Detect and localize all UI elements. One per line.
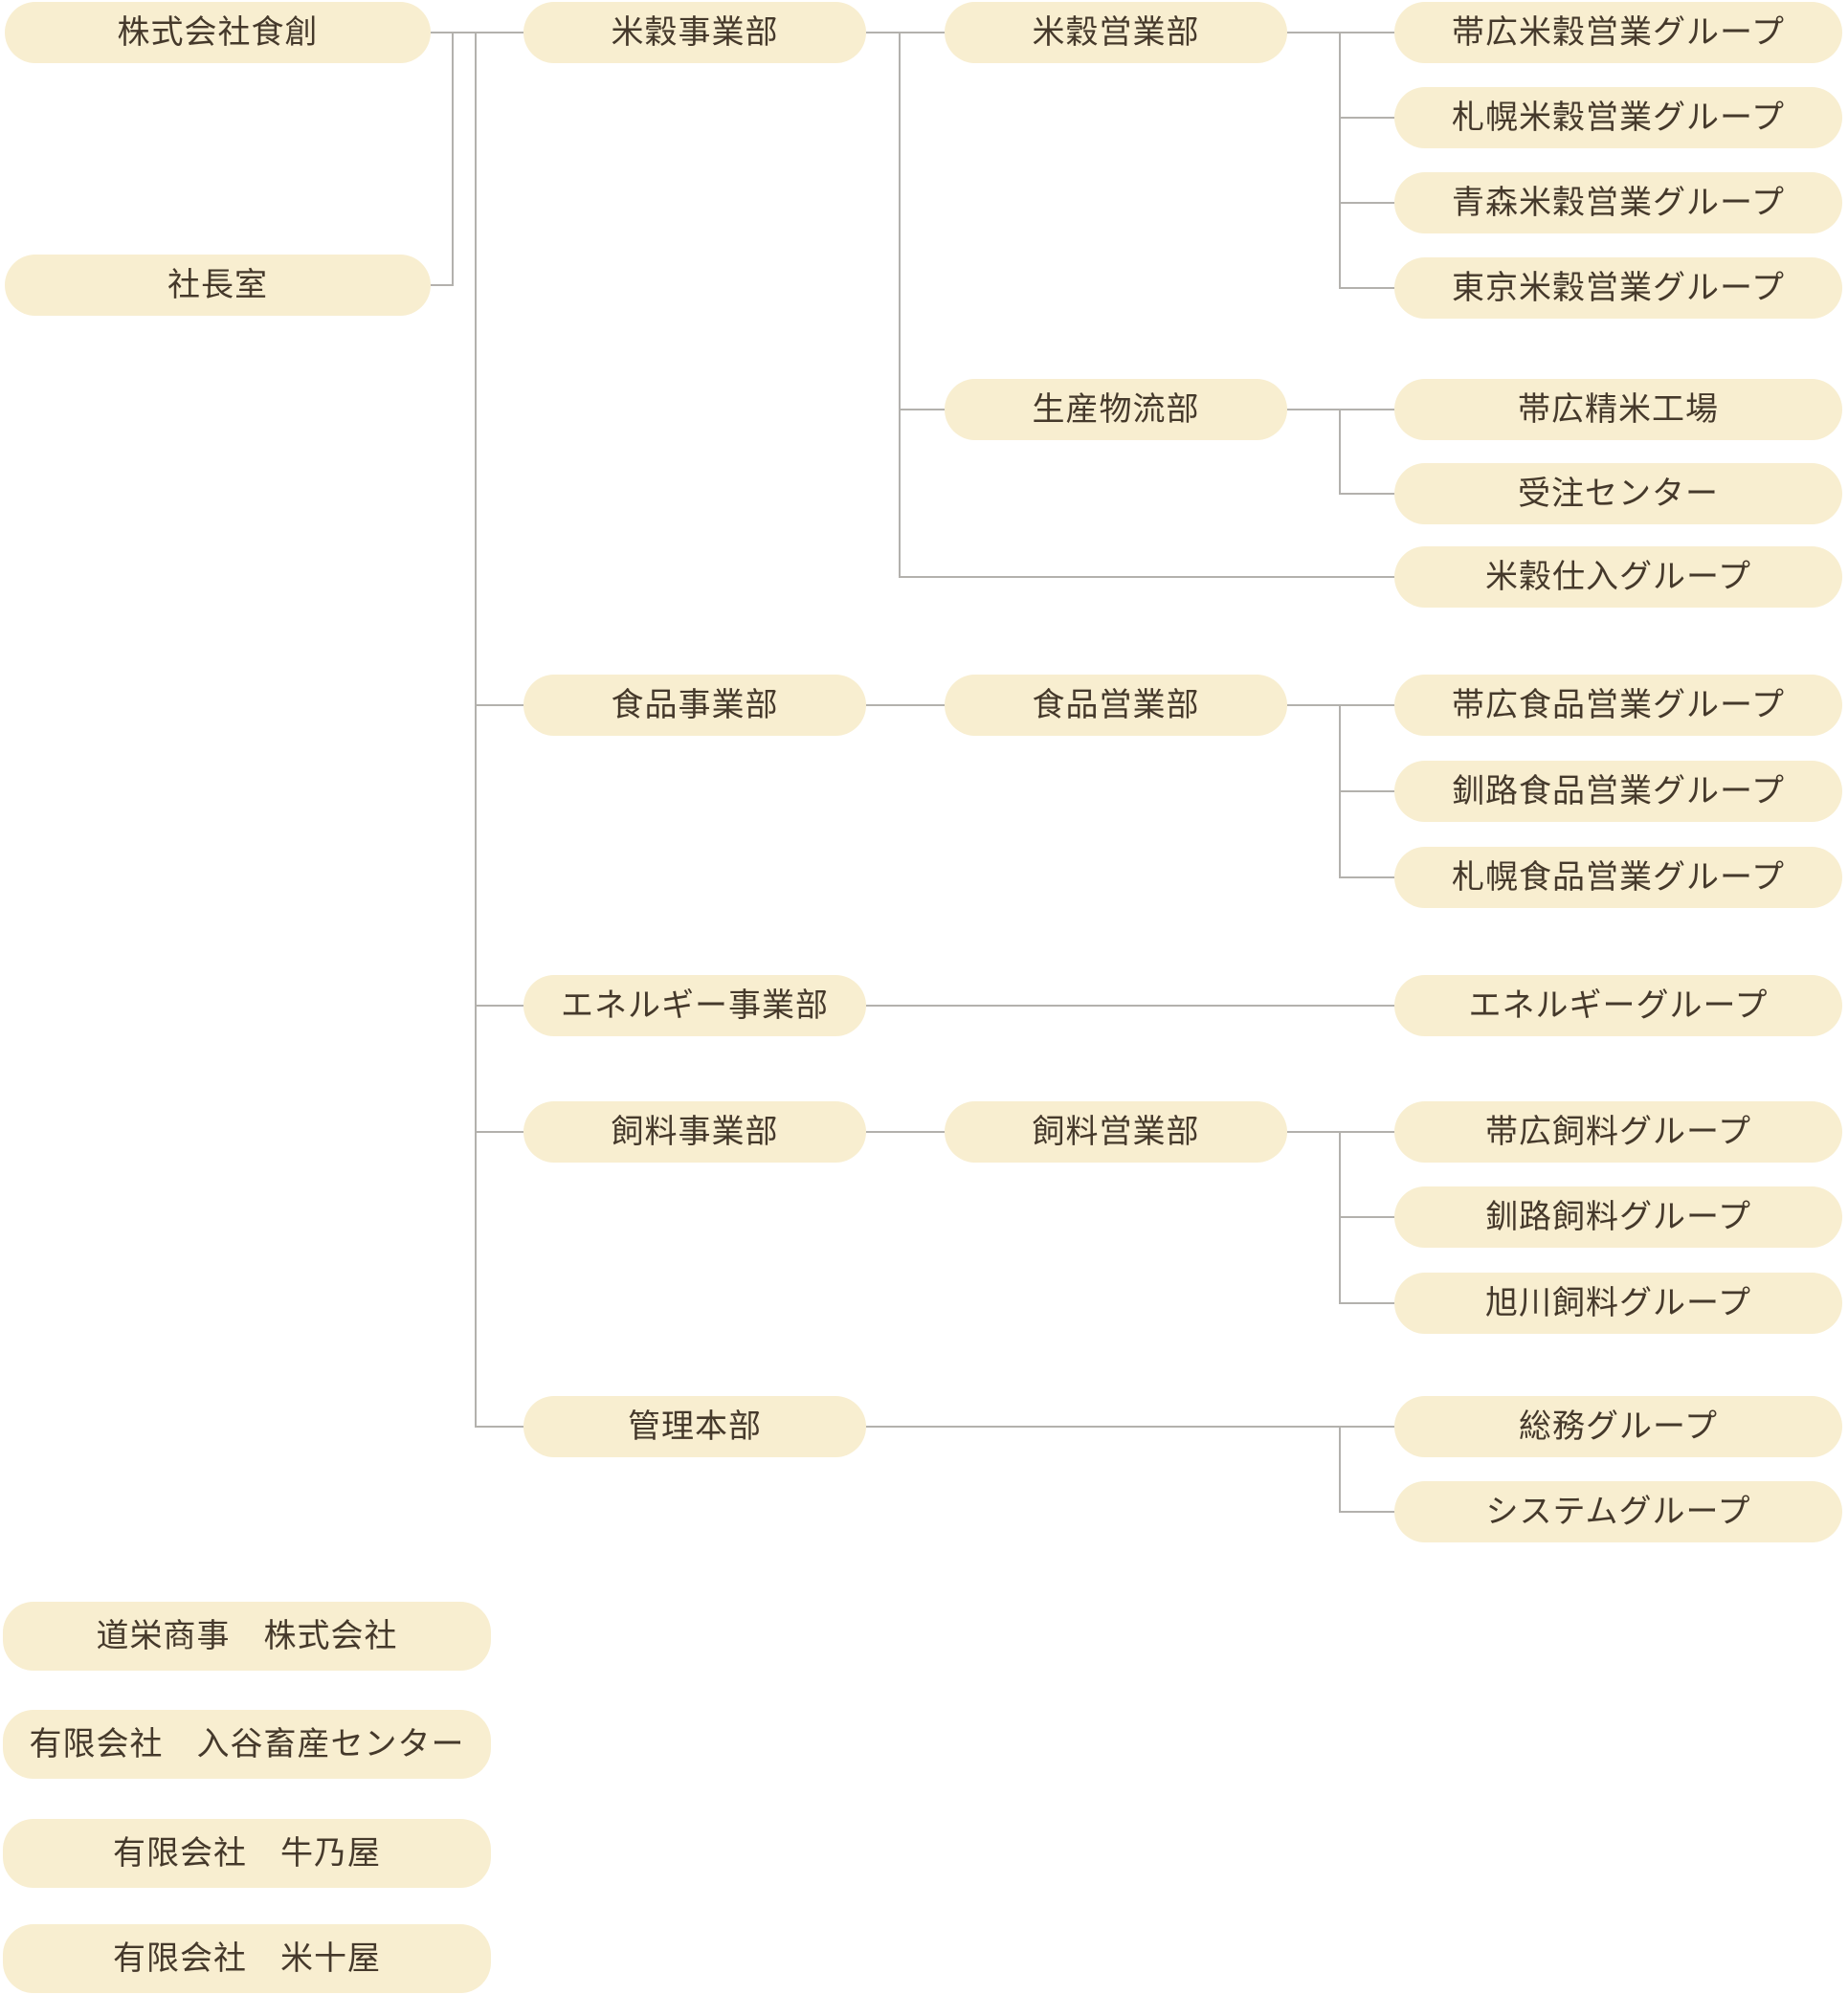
org-node-shokuhin-jigyobu: 食品事業部	[523, 675, 866, 736]
connector-vline	[1339, 32, 1341, 289]
connector-vline	[452, 32, 454, 286]
org-node-aomori-beikoku: 青森米穀営業グループ	[1394, 172, 1842, 233]
connector-vline	[475, 32, 477, 1428]
org-node-beikoku-eigyobu: 米穀営業部	[945, 2, 1287, 63]
org-node-ushinoya: 有限会社 牛乃屋	[3, 1819, 491, 1888]
org-node-kushiro-shokuhin: 釧路食品営業グループ	[1394, 761, 1842, 822]
org-node-shiryo-eigyobu: 飼料営業部	[945, 1101, 1287, 1163]
org-node-energy-group: エネルギーグループ	[1394, 975, 1842, 1036]
org-node-iritani-chikusan: 有限会社 入谷畜産センター	[3, 1710, 491, 1779]
org-node-obihiro-beikoku: 帯広米穀営業グループ	[1394, 2, 1842, 63]
org-node-beikoku-jigyobu: 米穀事業部	[523, 2, 866, 63]
connector-hline	[476, 1426, 523, 1428]
connector-hline	[1340, 790, 1394, 792]
org-node-asahikawa-shiryo: 旭川飼料グループ	[1394, 1273, 1842, 1334]
org-node-kushiro-shiryo: 釧路飼料グループ	[1394, 1186, 1842, 1248]
connector-hline	[1340, 117, 1394, 119]
connector-hline	[1340, 1302, 1394, 1304]
connector-hline	[866, 1426, 1394, 1428]
connector-vline	[1339, 704, 1341, 878]
connector-hline	[900, 409, 945, 410]
connector-hline	[900, 576, 1394, 578]
connector-vline	[1339, 1426, 1341, 1513]
org-node-sapporo-shokuhin: 札幌食品営業グループ	[1394, 847, 1842, 908]
org-node-system-group: システムグループ	[1394, 1481, 1842, 1542]
org-node-seisan-butsuryu: 生産物流部	[945, 379, 1287, 440]
org-node-energy-jigyobu: エネルギー事業部	[523, 975, 866, 1036]
connector-hline	[1287, 409, 1394, 410]
connector-hline	[1340, 1511, 1394, 1513]
connector-hline	[1340, 876, 1394, 878]
org-node-obihiro-shiryo: 帯広飼料グループ	[1394, 1101, 1842, 1163]
connector-hline	[866, 704, 945, 706]
connector-hline	[1340, 202, 1394, 204]
org-node-doei-shoji: 道栄商事 株式会社	[3, 1602, 491, 1671]
connector-vline	[899, 32, 901, 578]
org-node-kanri-honbu: 管理本部	[523, 1396, 866, 1457]
connector-hline	[1287, 704, 1394, 706]
connector-hline	[866, 32, 945, 33]
connector-vline	[1339, 409, 1341, 495]
org-node-yonejuya: 有限会社 米十屋	[3, 1924, 491, 1993]
connector-hline	[866, 1005, 1394, 1007]
org-node-obihiro-seimai: 帯広精米工場	[1394, 379, 1842, 440]
org-node-somu-group: 総務グループ	[1394, 1396, 1842, 1457]
connector-hline	[476, 1005, 523, 1007]
org-node-obihiro-shokuhin: 帯広食品営業グループ	[1394, 675, 1842, 736]
connector-hline	[431, 284, 453, 286]
org-node-sapporo-beikoku: 札幌米穀営業グループ	[1394, 87, 1842, 148]
connector-hline	[1287, 32, 1394, 33]
connector-hline	[1287, 1131, 1394, 1133]
connector-hline	[1340, 493, 1394, 495]
connector-vline	[1339, 1131, 1341, 1304]
org-node-shokuso: 株式会社食創	[5, 2, 431, 63]
org-node-shiryo-jigyobu: 飼料事業部	[523, 1101, 866, 1163]
connector-hline	[1340, 287, 1394, 289]
connector-hline	[476, 704, 523, 706]
connector-hline	[1340, 1216, 1394, 1218]
org-node-juchu-center: 受注センター	[1394, 463, 1842, 524]
org-node-beikoku-shiire: 米穀仕入グループ	[1394, 546, 1842, 608]
connector-hline	[476, 1131, 523, 1133]
connector-hline	[866, 1131, 945, 1133]
org-node-shokuhin-eigyobu: 食品営業部	[945, 675, 1287, 736]
connector-hline	[431, 32, 523, 33]
org-node-tokyo-beikoku: 東京米穀営業グループ	[1394, 257, 1842, 319]
org-node-shachoshitsu: 社長室	[5, 255, 431, 316]
